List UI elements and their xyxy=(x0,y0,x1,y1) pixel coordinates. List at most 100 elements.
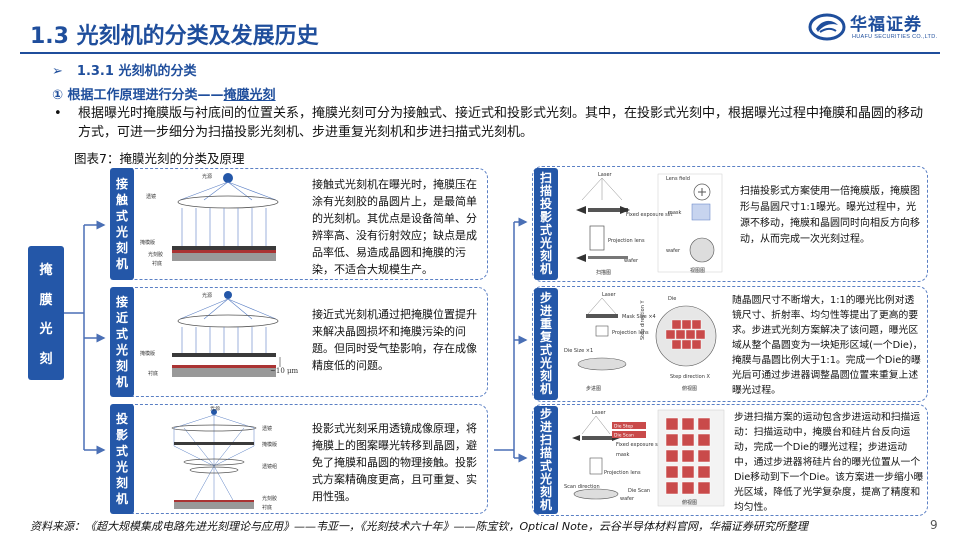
label-fixed-slit: Fixed exposure slit xyxy=(616,442,662,448)
tab-char: 接 xyxy=(115,295,128,309)
label-substrate: 衬底 xyxy=(148,370,158,377)
tab-char: 触 xyxy=(115,193,128,207)
intro-bullet: • 根据曝光时掩膜版与衬底间的位置关系，掩膜光刻可分为接触式、接近式和投影式光刻… xyxy=(54,104,926,142)
source-note: 资料来源：《超大规模集成电路先进光刻理论与应用》——韦亚一，《光刻技术六十年》—… xyxy=(30,520,808,533)
projection-lithography-text: 投影式光刻采用透镜成像原理，将掩膜上的图案曝光转移到晶圆，避免了掩膜和晶圆的物理… xyxy=(312,422,477,503)
step-scan-diagram: Laser Fixed exposure slit mask Projectio… xyxy=(564,409,725,507)
label-mask-size: Mask Size ×4 xyxy=(622,314,656,320)
tab-char: 光 xyxy=(115,460,128,474)
tab-char: 刻 xyxy=(539,369,552,383)
mask-plate xyxy=(172,246,276,250)
contact-lithography-diagram: 光源 透镜 掩模版 光刻胶 衬底 xyxy=(140,173,279,267)
lens-shape xyxy=(177,314,279,328)
bullet-text: 根据曝光时掩膜版与衬底间的位置关系，掩膜光刻可分为接触式、接近式和投影式光刻。其… xyxy=(78,106,924,140)
tab-scanning-projection: 扫 描 投 影 式 光 刻 机 xyxy=(534,168,558,280)
label-mask: 掩模版 xyxy=(262,441,277,448)
tab-char: 投 xyxy=(115,412,128,426)
label-photoresist: 光刻胶 xyxy=(148,251,163,258)
label-substrate: 衬底 xyxy=(262,504,272,511)
root-char: 掩 xyxy=(39,263,53,279)
label-lens: 透镜 xyxy=(262,425,272,432)
label-mask: mask xyxy=(616,452,630,458)
tab-char: 投 xyxy=(539,197,552,211)
tab-char: 描 xyxy=(539,184,552,198)
substrate-layer xyxy=(172,253,276,261)
tab-char: 扫 xyxy=(539,171,552,185)
label-photoresist: 光刻胶 xyxy=(262,495,277,502)
label-top-view: 俯视图 xyxy=(682,499,697,506)
light-source-icon xyxy=(224,291,232,299)
tab-char: 光 xyxy=(539,356,552,370)
label-laser: Laser xyxy=(592,410,607,416)
tab-char: 光 xyxy=(115,343,128,357)
tab-char: 光 xyxy=(539,472,552,486)
proximity-lithography-diagram: 光源 掩模版 衬底 ~10 μm xyxy=(140,291,299,377)
panel-projection-lithography xyxy=(110,404,488,514)
scanning-projection-diagram: Laser Fixed exposure slit Projection len… xyxy=(576,172,723,276)
label-top-view: 视图图 xyxy=(690,267,705,274)
contact-lithography-text: 接触式光刻机在曝光时，掩膜压在涂有光刻胶的晶圆片上，是最简单的光刻机。其优点是设… xyxy=(312,178,477,276)
label-mask: 掩模版 xyxy=(140,350,155,357)
tab-char: 光 xyxy=(115,225,128,239)
label-wafer: wafer xyxy=(620,496,635,502)
photoresist-layer xyxy=(172,365,276,368)
step-repeat-text: 随晶圆尺寸不断增大，1:1的曝光比例对透镜尺寸、折射率、均匀性等提出了更高的要求… xyxy=(732,295,923,396)
tab-char: 步 xyxy=(539,291,552,305)
tab-char: 式 xyxy=(115,327,128,341)
step-repeat-diagram: Laser Mask Size ×4 Projection lens Die S… xyxy=(564,292,717,392)
label-mask: 掩模版 xyxy=(140,239,155,246)
tab-projection-lithography: 投 影 式 光 刻 机 xyxy=(110,404,134,514)
tab-char: 接 xyxy=(115,177,128,191)
mask-plate xyxy=(172,353,276,357)
root-char: 膜 xyxy=(39,292,53,308)
label-light-source: 光源 xyxy=(202,292,212,299)
root-char: 刻 xyxy=(39,351,53,367)
label-step-x: Step direction X xyxy=(670,374,710,380)
label-scan-view: 扫描图 xyxy=(596,269,611,276)
panel-step-repeat xyxy=(532,286,928,402)
label-wafer-right: wafer xyxy=(666,248,681,254)
section-arrow-icon: ➢ xyxy=(52,64,63,79)
tab-char: 描 xyxy=(539,446,552,460)
substrate-layer xyxy=(172,368,276,377)
projection-lithography-diagram: 光源 透镜 掩模版 透镜组 光刻胶 衬底 xyxy=(171,406,277,511)
substrate-layer xyxy=(174,502,254,509)
scanning-projection-text: 扫描投影式方案使用一倍掩膜版，掩膜图形与晶圆尺寸1:1曝光。曝光过程中，光源不移… xyxy=(740,186,920,245)
tab-char: 复 xyxy=(539,330,552,344)
tab-char: 进 xyxy=(539,420,552,434)
tab-char: 刻 xyxy=(115,241,128,255)
label-top-view: 俯视图 xyxy=(682,385,697,392)
tab-char: 刻 xyxy=(115,476,128,490)
bullet-dot: • xyxy=(54,106,62,121)
panel-contact-lithography xyxy=(110,168,488,280)
tab-char: 影 xyxy=(539,210,552,224)
tab-char: 式 xyxy=(539,223,552,237)
label-lens-field: Lens field xyxy=(666,176,690,182)
tab-char: 重 xyxy=(539,317,552,331)
label-laser: Laser xyxy=(602,292,617,298)
tab-char: 近 xyxy=(115,311,128,325)
tab-char: 机 xyxy=(115,375,128,389)
company-logo: 华福证券 HUAFU SECURITIES CO.,LTD. xyxy=(808,10,938,46)
title-divider xyxy=(20,52,940,54)
tab-char: 机 xyxy=(115,257,128,271)
panel-proximity-lithography xyxy=(110,287,488,397)
label-die-scan: Die Scan xyxy=(628,488,650,494)
tab-char: 机 xyxy=(115,492,128,506)
tab-char: 式 xyxy=(115,209,128,223)
photoresist-layer xyxy=(172,250,276,253)
subsection-underlined: 掩膜光刻 xyxy=(223,88,276,103)
label-projection-lens: Projection lens xyxy=(612,330,649,336)
tab-char: 式 xyxy=(539,459,552,473)
label-step-view: 步进图 xyxy=(586,385,601,392)
tab-step-repeat: 步 进 重 复 式 光 刻 机 xyxy=(534,288,558,400)
lens-shape xyxy=(177,195,279,209)
tab-char: 式 xyxy=(115,444,128,458)
label-projection-lens: Projection lens xyxy=(604,470,641,476)
tab-char: 扫 xyxy=(539,433,552,447)
logo-english-name: HUAFU SECURITIES CO.,LTD. xyxy=(852,34,938,40)
label-laser: Laser xyxy=(598,172,613,178)
label-die: Die xyxy=(668,296,676,302)
root-char: 光 xyxy=(39,322,53,338)
label-die-step: Die Step xyxy=(614,424,633,430)
